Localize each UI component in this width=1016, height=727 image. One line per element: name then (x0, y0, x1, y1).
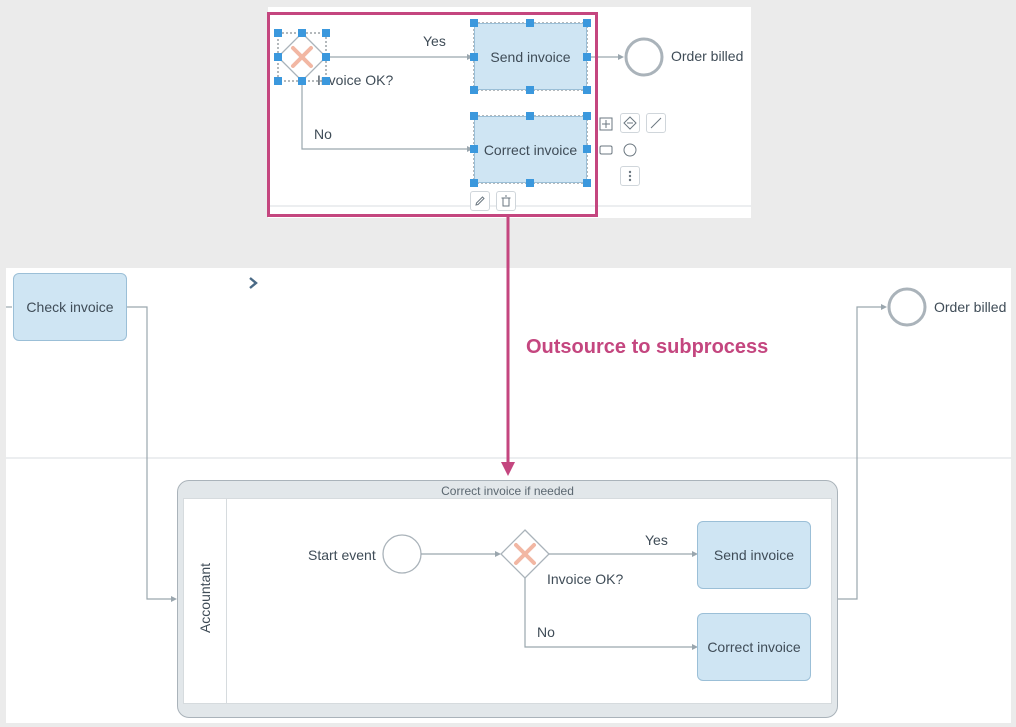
yes-label-top: Yes (423, 33, 446, 49)
end-event-label-bottom: Order billed (934, 299, 1007, 315)
selection-highlight-frame (267, 12, 598, 217)
selection-handle[interactable] (526, 19, 534, 27)
selection-handle[interactable] (526, 112, 534, 120)
start-event-label: Start event (308, 547, 376, 563)
selection-handle[interactable] (470, 19, 478, 27)
lane-divider (226, 498, 227, 704)
check-invoice-task[interactable]: Check invoice (13, 273, 127, 341)
transition-label: Outsource to subprocess (526, 336, 769, 358)
selection-handle[interactable] (583, 112, 591, 120)
start-event-circle (382, 534, 422, 574)
selection-handle[interactable] (470, 179, 478, 187)
yes-label-bottom: Yes (645, 532, 668, 548)
correct-invoice-task-bottom[interactable]: Correct invoice (697, 613, 811, 681)
rectangle-icon[interactable] (596, 140, 616, 160)
trash-icon[interactable] (496, 191, 516, 211)
selection-handle[interactable] (526, 179, 534, 187)
selection-handle[interactable] (298, 29, 306, 37)
selection-handle[interactable] (583, 86, 591, 94)
add-task-icon[interactable] (596, 114, 616, 134)
selection-handle[interactable] (274, 53, 282, 61)
selection-handle[interactable] (470, 53, 478, 61)
gateway-label-top: Invoice OK? (317, 72, 394, 88)
selection-handle[interactable] (583, 145, 591, 153)
add-gateway-icon[interactable] (620, 113, 640, 133)
circle-event-icon[interactable] (620, 140, 640, 160)
selection-handle[interactable] (322, 53, 330, 61)
end-event-top (624, 37, 664, 77)
selection-handle[interactable] (583, 19, 591, 27)
gateway-x-icon (277, 32, 327, 82)
selection-handle[interactable] (583, 179, 591, 187)
selection-handle[interactable] (322, 29, 330, 37)
gateway-x-icon (500, 529, 550, 579)
selection-handle[interactable] (274, 77, 282, 85)
connector-icon[interactable] (646, 113, 666, 133)
selection-handle[interactable] (274, 29, 282, 37)
subprocess-title: Correct invoice if needed (441, 484, 574, 498)
selection-handle[interactable] (470, 86, 478, 94)
pencil-icon[interactable] (470, 191, 490, 211)
selection-handle[interactable] (526, 86, 534, 94)
end-event-bottom (887, 287, 927, 327)
flow-no (301, 82, 473, 150)
selection-handle[interactable] (298, 77, 306, 85)
more-options-icon[interactable] (620, 166, 640, 186)
selection-handle[interactable] (322, 77, 330, 85)
no-label-top: No (314, 126, 332, 142)
selection-handle[interactable] (470, 145, 478, 153)
arrow-head (618, 54, 624, 60)
selection-handle[interactable] (583, 53, 591, 61)
selection-handle[interactable] (470, 112, 478, 120)
no-label-bottom: No (537, 624, 555, 640)
gateway-label-bottom: Invoice OK? (547, 571, 624, 587)
send-invoice-task-bottom[interactable]: Send invoice (697, 521, 811, 589)
end-event-label-top: Order billed (671, 48, 744, 64)
chevron-right-icon[interactable] (247, 276, 259, 295)
